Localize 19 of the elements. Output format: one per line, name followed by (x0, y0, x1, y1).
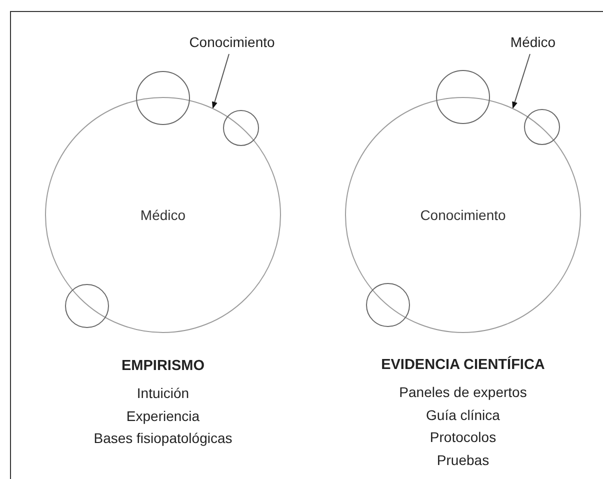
small-circle (136, 71, 190, 125)
large-circle (45, 97, 281, 333)
leader-label: Conocimiento (189, 34, 275, 50)
circle-label: Médico (140, 207, 186, 223)
circle-label: Conocimiento (420, 207, 506, 223)
leader-arrow (212, 54, 230, 109)
leader-label: Médico (510, 34, 556, 50)
leader-arrow (512, 54, 530, 109)
list-item: Experiencia (126, 408, 200, 424)
list-item: Bases fisiopatológicas (94, 430, 232, 446)
list-item: Pruebas (436, 452, 490, 468)
large-circle (345, 97, 581, 333)
list-item: Intuición (136, 385, 190, 401)
column-heading: EVIDENCIA CIENTÍFICA (381, 357, 545, 373)
small-circle (436, 70, 490, 124)
list-item: Guía clínica (426, 407, 500, 423)
list-item: Protocolos (430, 429, 496, 445)
list-item: Paneles de expertos (399, 384, 527, 400)
column-heading: EMPIRISMO (122, 358, 204, 374)
